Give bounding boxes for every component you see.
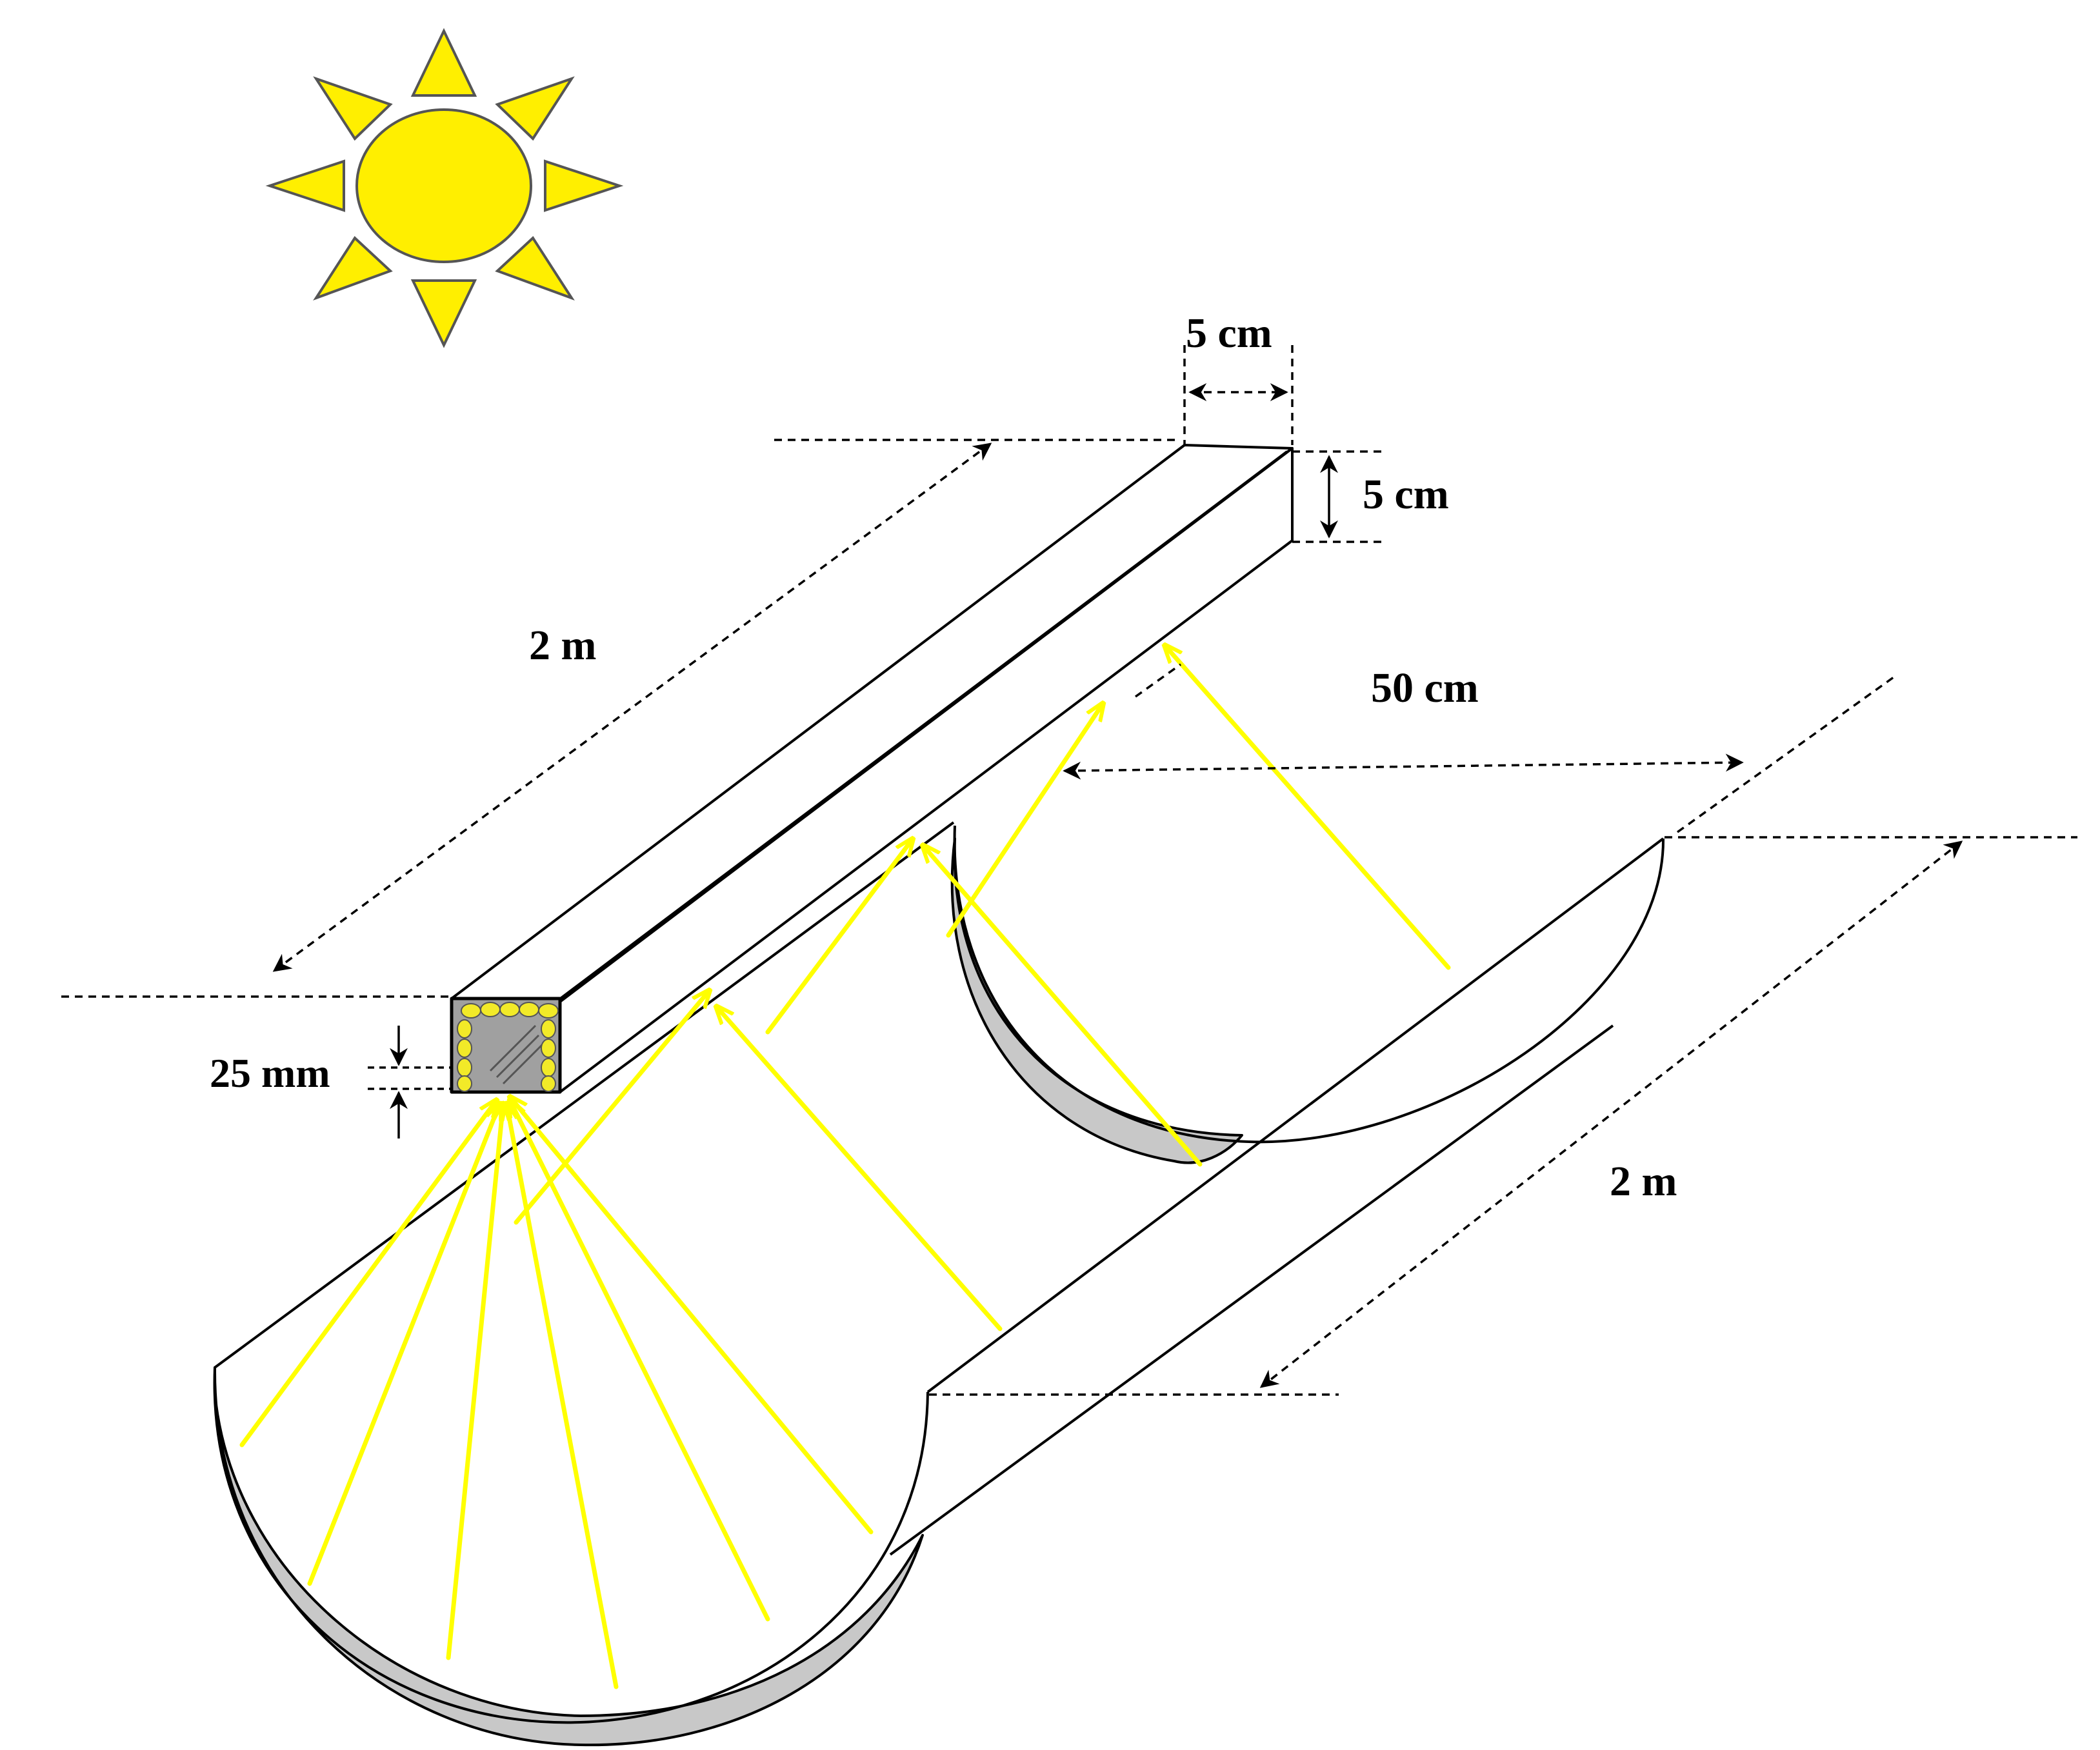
trough-length-arrow [1259, 840, 1963, 1388]
tube-top-edge [555, 450, 1288, 1003]
sun-rays [239, 645, 1451, 1689]
pipe-diameter-label: 25 mm [210, 1050, 330, 1096]
back-end-cap [953, 825, 1249, 1143]
front-end-cap-shade [213, 1366, 924, 1747]
aperture-width-arrow [1063, 753, 1744, 780]
absorber-plate-hatch [489, 1024, 543, 1085]
tube-width-label: 5 cm [1186, 310, 1272, 357]
aperture-width-label: 50 cm [1371, 664, 1479, 711]
front-end-cap [213, 1367, 929, 1724]
ray [510, 1100, 770, 1622]
tube-height-label: 5 cm [1363, 471, 1449, 518]
ray [307, 1103, 500, 1586]
tube-side-face [559, 447, 1294, 1093]
tube-length-label: 2 m [529, 622, 596, 669]
tube-top-face [450, 444, 1294, 1003]
right-rim-line [926, 837, 1665, 1393]
ray [446, 1103, 503, 1660]
back-end-cap-shade [950, 837, 1243, 1164]
ray [506, 1103, 619, 1689]
dimension-lines [61, 345, 2077, 1396]
sun-icon [265, 28, 624, 348]
ray [510, 1097, 874, 1535]
ray [923, 845, 1203, 1167]
trough-length-label: 2 m [1610, 1158, 1677, 1205]
ray [716, 1006, 1003, 1331]
ray [514, 990, 710, 1225]
ray [239, 1100, 497, 1447]
parabolic-trough [213, 821, 1665, 1747]
heat-pipes [457, 1002, 559, 1092]
bottom-edge-line [889, 1024, 1614, 1556]
